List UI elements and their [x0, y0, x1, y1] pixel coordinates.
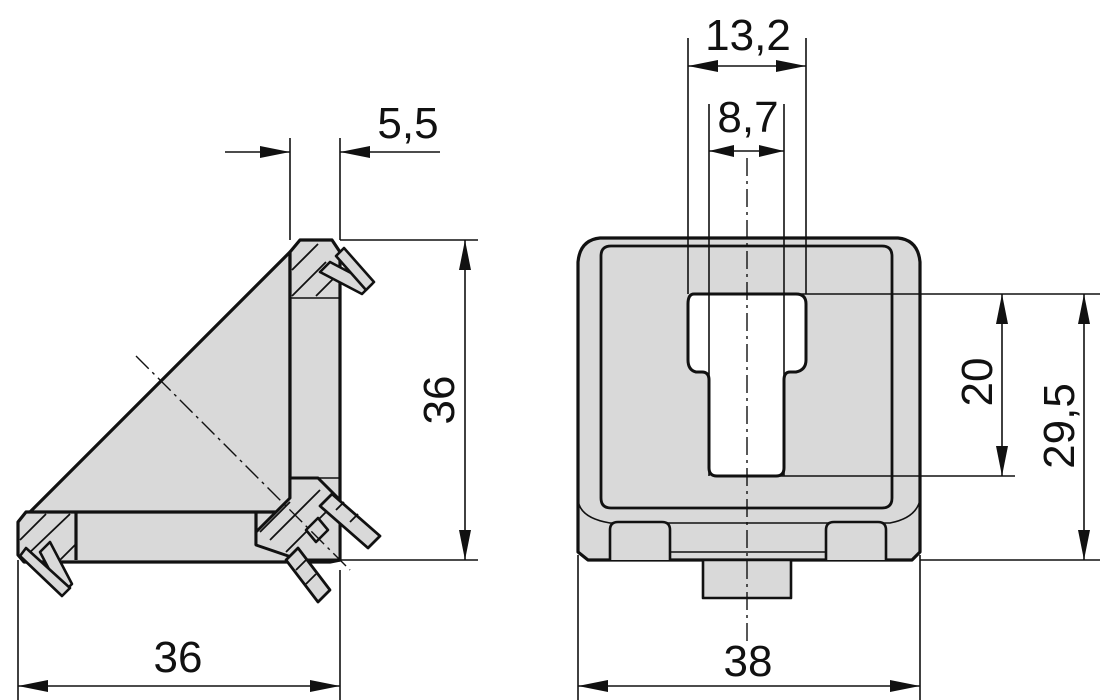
- front-view: [576, 38, 1100, 700]
- right-foot: [824, 520, 888, 560]
- label-slot-height: 20: [953, 358, 1002, 407]
- dim-slot-outer-width: [687, 38, 807, 294]
- side-view: [16, 138, 478, 700]
- label-overall-width: 38: [724, 637, 773, 686]
- top-corner-hatch: [291, 243, 376, 297]
- label-height: 36: [415, 376, 464, 425]
- left-foot: [608, 520, 672, 560]
- label-overall-height: 29,5: [1035, 383, 1084, 469]
- dim-flange-thickness: [225, 138, 440, 240]
- center-line: [135, 355, 351, 571]
- left-corner-hatch: [18, 513, 77, 598]
- bracket-triangle: [24, 250, 292, 518]
- label-flange-thickness: 5,5: [377, 99, 438, 148]
- dim-slot-inner-width: [708, 104, 785, 476]
- label-width: 36: [154, 633, 203, 682]
- label-slot-inner-width: 8,7: [717, 93, 778, 142]
- dim-slot-height: [776, 293, 1100, 477]
- dim-width: [17, 560, 341, 700]
- dim-overall-height: [920, 294, 1100, 561]
- ledge-line: [577, 499, 921, 524]
- label-slot-outer-width: 13,2: [705, 11, 791, 60]
- dim-height: [340, 239, 478, 561]
- dim-overall-width: [577, 555, 921, 700]
